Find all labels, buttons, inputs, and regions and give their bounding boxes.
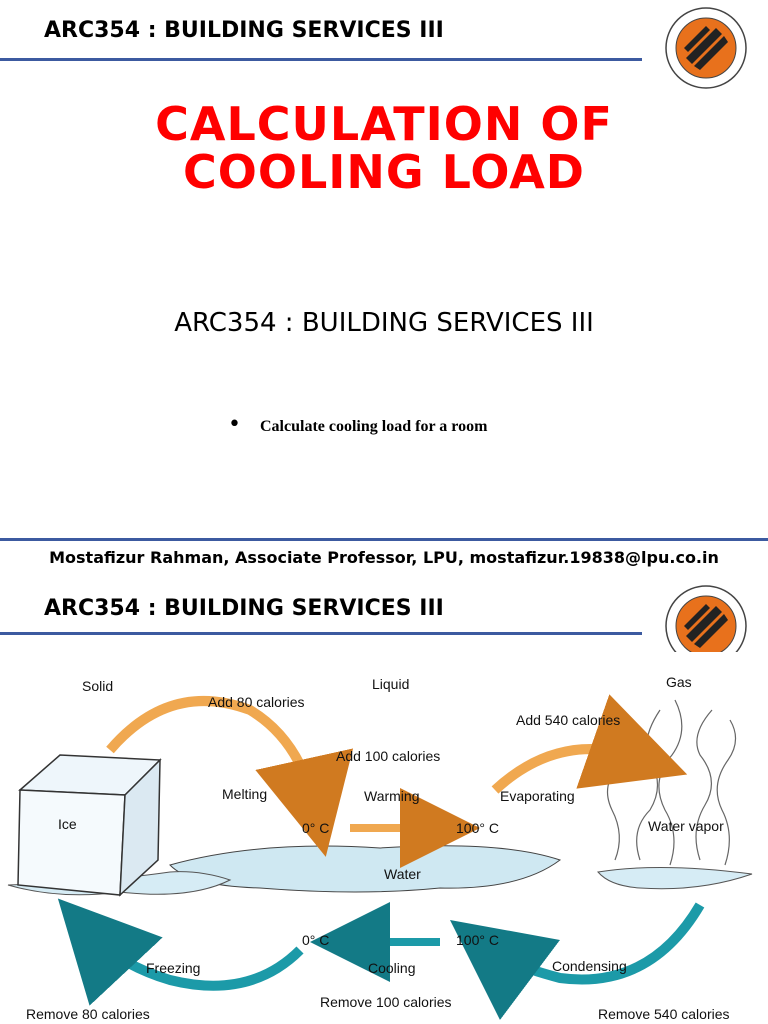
label-warming: Warming [364, 788, 420, 804]
condensing-arrow [449, 902, 705, 1020]
label-remove-80: Remove 80 calories [26, 1006, 150, 1022]
university-logo [664, 6, 748, 90]
label-solid: Solid [82, 678, 114, 694]
slide1-header: ARC354 : BUILDING SERVICES III [44, 18, 444, 43]
slide-subtitle: ARC354 : BUILDING SERVICES III [174, 308, 594, 338]
label-liquid: Liquid [372, 676, 410, 692]
label-add-80: Add 80 calories [208, 694, 305, 710]
label-zero-c-bottom: 0° C [302, 932, 330, 948]
label-evaporating: Evaporating [500, 788, 575, 804]
ice-cube [17, 754, 162, 897]
slide2-header: ARC354 : BUILDING SERVICES III [44, 596, 444, 621]
vapor-wisps [606, 699, 737, 866]
slide2-header-rule [0, 632, 642, 635]
title-line-2: COOLING LOAD [183, 145, 585, 199]
label-remove-540: Remove 540 calories [598, 1006, 730, 1022]
phase-change-diagram [7, 694, 753, 1020]
university-logo-2 [664, 584, 748, 652]
label-water-vapor: Water vapor [648, 818, 724, 834]
label-zero-c-top: 0° C [302, 820, 330, 836]
label-condensing: Condensing [552, 958, 627, 974]
label-add-100: Add 100 calories [336, 748, 441, 764]
label-remove-100: Remove 100 calories [320, 994, 452, 1010]
label-ice: Ice [58, 816, 77, 832]
label-water: Water [384, 866, 421, 882]
vapor-puddle [597, 866, 753, 890]
melting-arrow [106, 696, 354, 857]
label-cooling: Cooling [368, 960, 416, 976]
label-hundred-c-top: 100° C [456, 820, 499, 836]
water-puddle [169, 845, 562, 893]
bullet-dot: • [228, 412, 241, 437]
label-add-540: Add 540 calories [516, 712, 621, 728]
bullet-text: Calculate cooling load for a room [260, 418, 488, 435]
header-rule [0, 58, 642, 61]
label-hundred-c-bottom: 100° C [456, 932, 499, 948]
title-line-1: CALCULATION OF [155, 97, 613, 151]
label-melting: Melting [222, 786, 268, 802]
freezing-arrow [57, 898, 304, 1006]
label-gas: Gas [666, 674, 692, 690]
slide-title: CALCULATION OF COOLING LOAD [0, 100, 768, 196]
label-freezing: Freezing [146, 960, 201, 976]
evaporating-arrow [491, 694, 688, 794]
footer-rule [0, 538, 768, 541]
slide-footer: Mostafizur Rahman, Associate Professor, … [49, 548, 719, 567]
